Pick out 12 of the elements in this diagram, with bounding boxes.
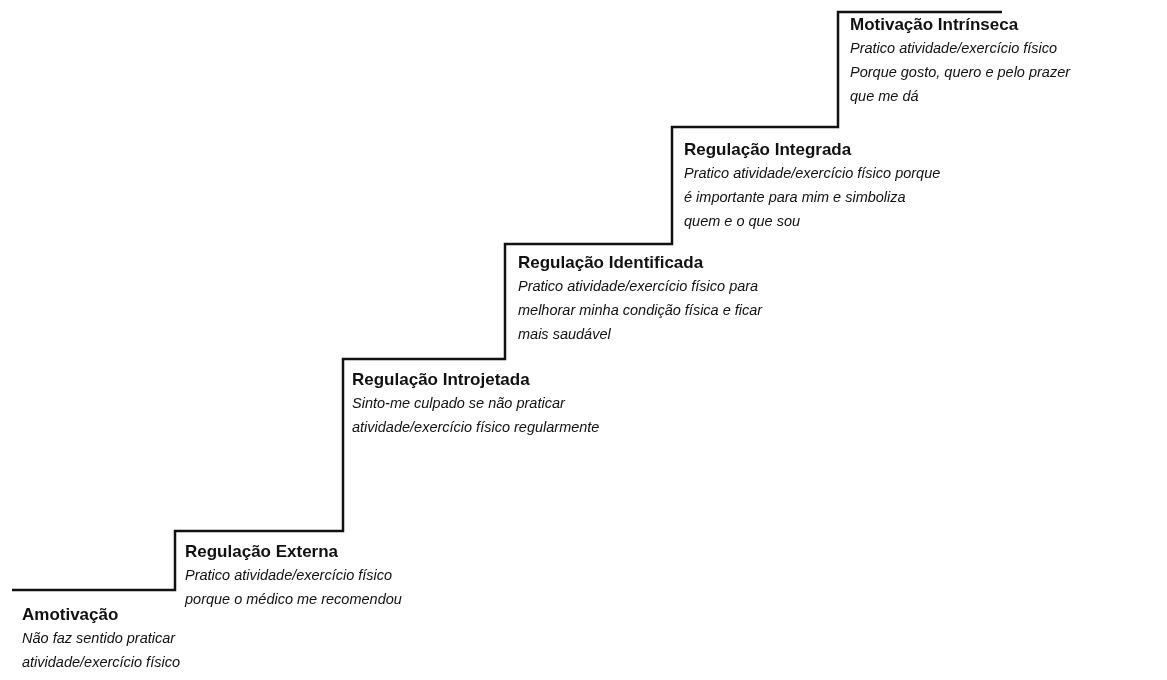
step-heading: Regulação Integrada: [684, 139, 853, 161]
step-heading: Regulação Identificada: [518, 252, 705, 274]
step-heading: Regulação Introjetada: [352, 369, 531, 391]
step-description: Não faz sentido praticar atividade/exercício físico: [22, 629, 181, 672]
step-description: Pratico atividade/exercício físico porque o médico me recomendou: [185, 566, 403, 609]
step-heading: Amotivação: [22, 604, 120, 626]
step-heading: Motivação Intrínseca: [850, 14, 1020, 36]
step-description: Pratico atividade/exercício físico para melhorar minha condição física e ficar mais saudável: [518, 277, 764, 344]
step-description: Pratico atividade/exercício físico porque é importante para mim e simboliza quem e o que sou: [684, 164, 942, 231]
step-description: Sinto-me culpado se não praticar atividade/exercício físico regularmente: [352, 394, 601, 437]
step-description: Pratico atividade/exercício físico Porque gosto, quero e pelo prazer que me dá: [850, 39, 1072, 106]
step-heading: Regulação Externa: [185, 541, 340, 563]
